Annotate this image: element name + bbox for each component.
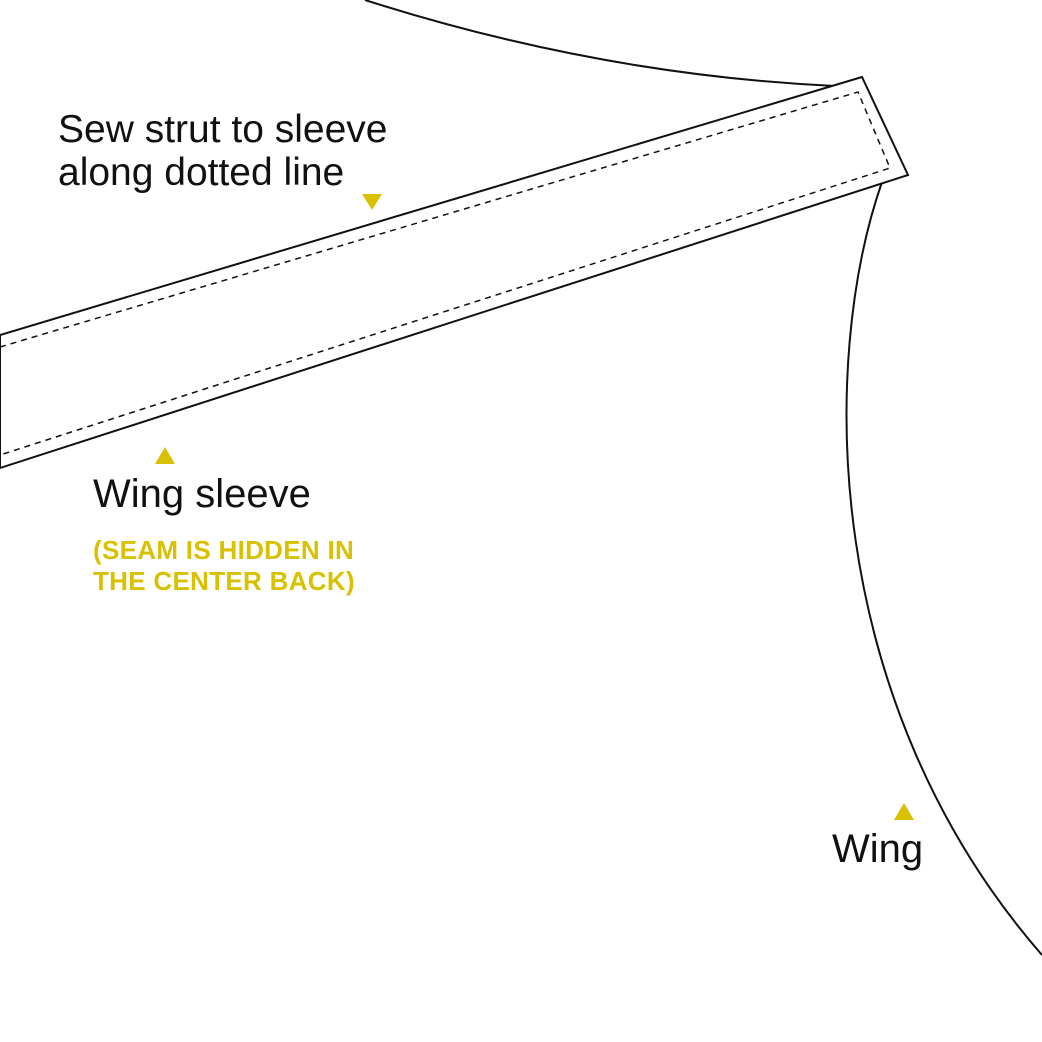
sleeve-marker-icon [155, 447, 175, 464]
wing-sleeve-label: Wing sleeve [93, 472, 311, 516]
stitch-line [0, 91, 892, 456]
instruction-line-2: along dotted line [58, 151, 345, 194]
wing-marker-icon [894, 803, 914, 820]
instruction-line-1: Sew strut to sleeve [58, 108, 388, 151]
seam-note-line-1: (SEAM IS HIDDEN IN [93, 535, 355, 565]
strut-instruction: Sew strut to sleeve along dotted line [58, 108, 387, 194]
strut-marker-icon [362, 194, 382, 210]
seam-note-line-2: THE CENTER BACK) [93, 566, 355, 596]
wing-label: Wing [832, 827, 924, 871]
strut-band [0, 75, 910, 470]
seam-note: (SEAM IS HIDDEN IN THE CENTER BACK) [93, 535, 355, 597]
wing-right-edge [845, 181, 1042, 956]
wing-top-edge [364, 0, 836, 87]
